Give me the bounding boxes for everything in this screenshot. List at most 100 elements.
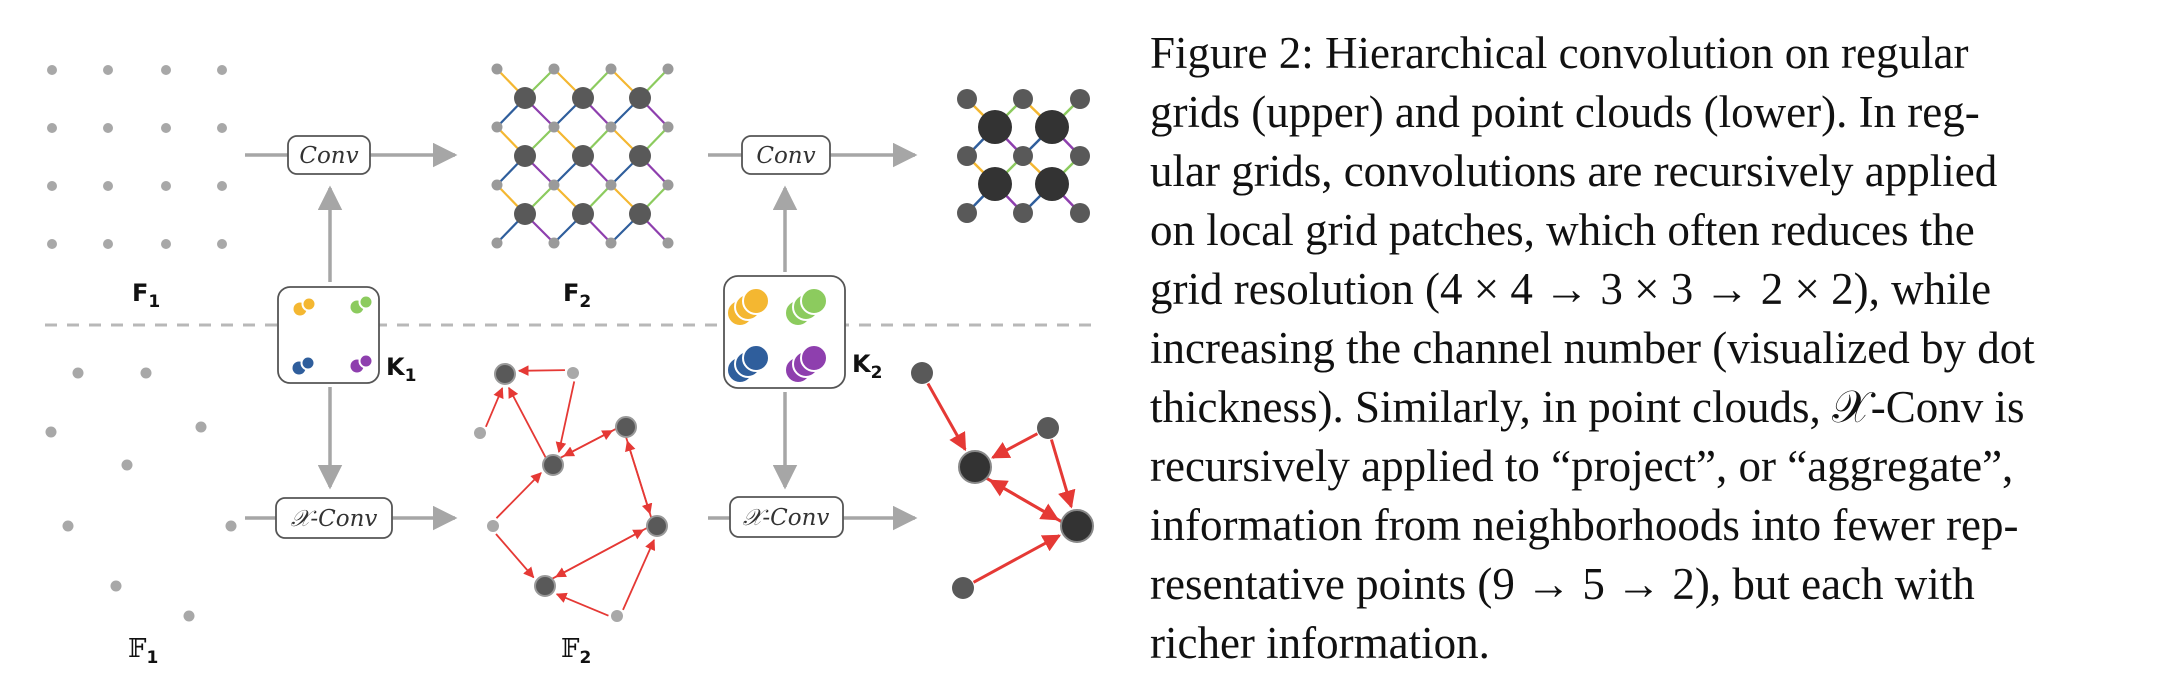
svg-text:Conv: Conv: [299, 143, 358, 169]
grid-point: [217, 123, 227, 133]
grid-point: [161, 239, 171, 249]
conv-box-2: Conv: [741, 135, 831, 175]
grid-point: [47, 65, 57, 75]
cloud-point: [121, 459, 133, 471]
grid-point: [957, 203, 977, 223]
cloud-point: [952, 577, 974, 599]
cloud-point: [611, 610, 623, 622]
cloud-point: [911, 362, 933, 384]
cloud-point: [195, 421, 207, 433]
cloud-edge: [972, 534, 1062, 584]
grid-point: [1070, 203, 1090, 223]
cloud-point: [1037, 417, 1059, 439]
svg-text:Conv: Conv: [756, 143, 815, 169]
caption-line: grids (upper) and point clouds (lower). …: [1150, 87, 1980, 137]
grid-point: [662, 237, 674, 249]
grid-point: [47, 181, 57, 191]
label-k2: K2: [852, 350, 882, 383]
cloud-edge: [485, 387, 504, 428]
caption-line: thickness). Similarly, in point clouds, …: [1150, 382, 2025, 432]
kernel-dot: [358, 294, 374, 310]
cloud-point: [45, 426, 57, 438]
grid-point: [1013, 89, 1033, 109]
xconv-box-1: 𝒳-Conv: [275, 497, 393, 539]
representative-point: [615, 416, 637, 438]
grid-point: [662, 63, 674, 75]
cloud-edge: [988, 479, 1066, 525]
feature-point: [629, 203, 651, 225]
feature-point: [514, 203, 536, 225]
feature-point: [514, 145, 536, 167]
grid-point: [161, 65, 171, 75]
kernel-dot: [800, 287, 828, 315]
cloud-edge: [495, 533, 535, 579]
cloud-edge: [508, 386, 548, 460]
cloud-edge: [495, 472, 542, 519]
caption-line: grid resolution (4 × 4 → 3 × 3 → 2 × 2),…: [1150, 264, 1992, 314]
svg-text:𝒳-Conv: 𝒳-Conv: [291, 506, 378, 532]
representative-point: [534, 575, 556, 597]
feature-point: [572, 203, 594, 225]
kernel-k1: [277, 286, 380, 384]
kernel-dot: [800, 344, 828, 372]
grid-point: [103, 65, 113, 75]
caption-line: richer information.: [1150, 618, 1490, 668]
feature-point: [514, 87, 536, 109]
conv-box-1: Conv: [287, 135, 371, 175]
flow-arrows: [245, 142, 918, 531]
grid-point: [1013, 146, 1033, 166]
kernel-dot: [358, 353, 374, 369]
cloud-point: [487, 520, 499, 532]
point-cloud-3-edges: [926, 382, 1076, 584]
point-cloud-2-edges: [485, 365, 656, 617]
grid-point: [548, 121, 560, 133]
cloud-edge: [926, 382, 967, 452]
point-cloud-3: [911, 362, 1094, 599]
kernel-dot: [742, 344, 770, 372]
cloud-edge: [554, 526, 649, 578]
grid-point: [103, 123, 113, 133]
representative-point: [958, 450, 992, 484]
feature-point: [1035, 167, 1069, 201]
figure-caption: Figure 2: Hierarchical convolution on re…: [1150, 24, 2160, 673]
caption-line: information from neighborhoods into fewe…: [1150, 500, 2019, 550]
representative-point: [646, 515, 668, 537]
grid-point: [47, 239, 57, 249]
grid-point: [957, 89, 977, 109]
grid-point: [217, 65, 227, 75]
cloud-point: [474, 427, 486, 439]
xconv-box-2: 𝒳-Conv: [729, 496, 844, 538]
kernel-dot: [742, 287, 770, 315]
grid-point: [217, 181, 227, 191]
figure-diagram: Conv Conv 𝒳-Conv 𝒳-Conv F1 F2 K1 K2 𝔽1 𝔽…: [45, 63, 1100, 668]
label-ff2: 𝔽2: [561, 634, 591, 668]
representative-point: [494, 363, 516, 385]
grid-point: [161, 181, 171, 191]
grid-point: [662, 179, 674, 191]
cloud-point: [110, 580, 122, 592]
cloud-point: [72, 367, 84, 379]
representative-point: [1060, 509, 1094, 543]
grid-point: [491, 179, 503, 191]
grid-point: [1013, 203, 1033, 223]
caption-line: resentative points (9 → 5 → 2), but each…: [1150, 559, 1975, 609]
kernel-k2: [723, 275, 846, 389]
kernel-dot: [301, 296, 317, 312]
representative-point: [542, 454, 564, 476]
caption-line: increasing the channel number (visualize…: [1150, 323, 2035, 373]
cloud-edge: [622, 539, 656, 611]
svg-text:𝒳-Conv: 𝒳-Conv: [743, 505, 830, 531]
grid-point: [217, 239, 227, 249]
cloud-edge: [517, 365, 565, 377]
caption-line: on local grid patches, which often reduc…: [1150, 205, 1975, 255]
cloud-edge: [555, 592, 609, 617]
cloud-point: [62, 520, 74, 532]
grid-point: [605, 237, 617, 249]
cloud-edge: [555, 381, 576, 454]
cloud-point: [225, 520, 237, 532]
grid-f2: [491, 63, 674, 249]
label-k1: K1: [386, 353, 416, 386]
cloud-point: [567, 367, 579, 379]
feature-point: [629, 145, 651, 167]
point-cloud-1: [45, 367, 237, 622]
